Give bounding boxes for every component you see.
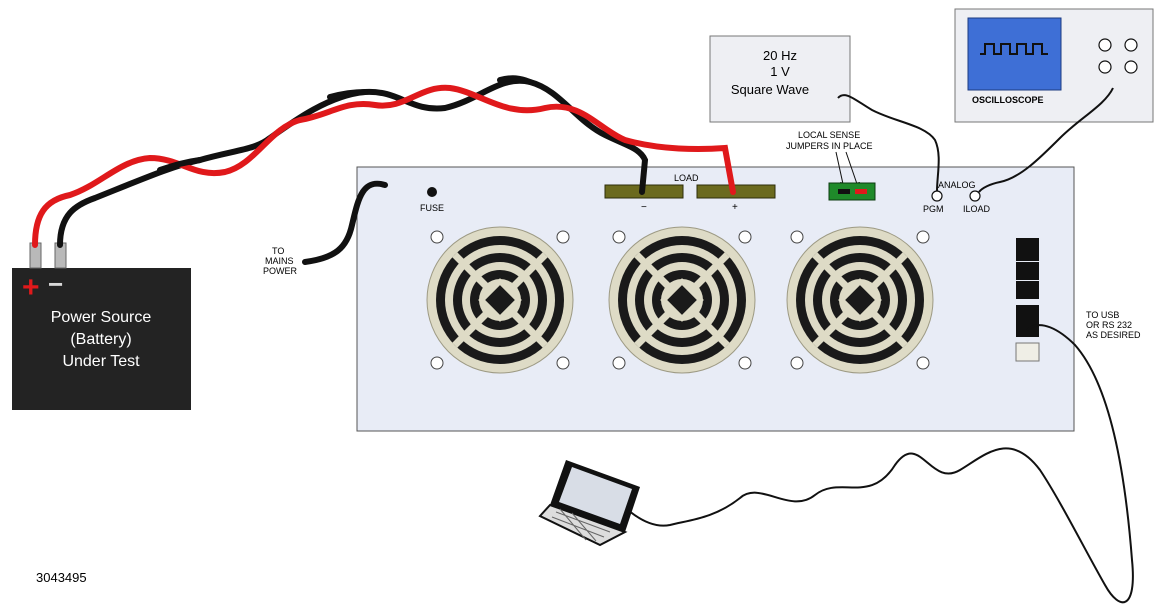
battery-label-line1: Power Source	[51, 309, 152, 326]
fan-screw-hole	[430, 230, 444, 244]
cooling-fans	[426, 226, 934, 374]
fan-screw-hole	[612, 230, 626, 244]
battery-minus-sign: −	[48, 269, 63, 299]
fan-screw-hole	[556, 230, 570, 244]
fan-hub	[478, 278, 522, 322]
sense-jumper-block[interactable]	[828, 182, 876, 201]
fan-screw-hole	[790, 230, 804, 244]
port-stack	[1015, 238, 1040, 362]
usb-label-line2: OR RS 232	[1086, 320, 1132, 330]
load-minus-label: −	[641, 202, 647, 213]
port-1[interactable]	[1016, 238, 1039, 261]
battery-plus-sign: +	[22, 271, 40, 304]
fan-screw-hole	[790, 356, 804, 370]
analog-label: ANALOG	[938, 180, 976, 190]
laptop-keys	[551, 508, 611, 542]
fan-screw-hole	[612, 356, 626, 370]
battery-body	[12, 268, 191, 410]
port-usb[interactable]	[1016, 305, 1039, 337]
fan-screw-hole	[556, 356, 570, 370]
fuse-icon	[427, 187, 437, 197]
generator-freq-label: 20 Hz	[763, 48, 797, 63]
scope-knob-4[interactable]	[1124, 60, 1138, 74]
scope-knob-3[interactable]	[1098, 60, 1112, 74]
pgm-label: PGM	[923, 204, 944, 214]
local-sense-label-line2: JUMPERS IN PLACE	[786, 141, 873, 151]
fan-grille-2	[608, 226, 756, 374]
port-blank	[1015, 342, 1040, 362]
fan-hub	[660, 278, 704, 322]
load-plus-label: +	[732, 202, 738, 213]
figure-id: 3043495	[36, 570, 87, 585]
battery-label-line3: Under Test	[62, 353, 140, 370]
pgm-connector[interactable]	[931, 190, 943, 202]
fan-hub	[838, 278, 882, 322]
laptop-icon[interactable]	[538, 460, 640, 547]
mains-label-line1: TO	[272, 246, 284, 256]
sense-arrow-right	[845, 151, 858, 185]
oscilloscope-label: OSCILLOSCOPE	[972, 95, 1044, 105]
usb-cable	[627, 324, 1134, 604]
fan-screw-hole	[916, 356, 930, 370]
mains-label-line3: POWER	[263, 266, 298, 276]
fan-screw-hole	[738, 356, 752, 370]
sense-arrow-left	[835, 151, 844, 185]
iload-connector[interactable]	[969, 190, 981, 202]
laptop-screen	[559, 467, 632, 524]
usb-label-line3: AS DESIRED	[1086, 330, 1141, 340]
battery-red-lead	[32, 84, 736, 248]
battery-label-line2: (Battery)	[70, 331, 131, 348]
scope-to-iload-cable	[978, 87, 1114, 193]
fan-screw-hole	[430, 356, 444, 370]
port-3[interactable]	[1016, 281, 1039, 299]
mains-power-cord	[302, 180, 388, 265]
fuse-label: FUSE	[420, 203, 444, 213]
function-generator	[709, 35, 851, 123]
jumper-red	[855, 189, 867, 194]
fan-grille-1	[426, 226, 574, 374]
local-sense-label-line1: LOCAL SENSE	[798, 130, 860, 140]
generator-to-pgm-cable	[837, 94, 940, 192]
battery-black-lead-twist	[157, 75, 533, 173]
port-2[interactable]	[1016, 262, 1039, 280]
square-wave-trace	[980, 43, 1048, 55]
generator-amplitude-label: 1 V	[770, 64, 790, 79]
generator-waveform-label: Square Wave	[731, 82, 809, 97]
fan-grille-3	[786, 226, 934, 374]
scope-knob-1[interactable]	[1098, 38, 1112, 52]
jumper-black	[838, 189, 850, 194]
load-label: LOAD	[674, 173, 699, 183]
scope-knob-2[interactable]	[1124, 38, 1138, 52]
fan-screw-hole	[916, 230, 930, 244]
iload-label: ILOAD	[963, 204, 991, 214]
usb-label-line1: TO USB	[1086, 310, 1119, 320]
fan-screw-hole	[738, 230, 752, 244]
mains-label-line2: MAINS	[265, 256, 294, 266]
load-positive-terminal[interactable]	[696, 184, 776, 199]
